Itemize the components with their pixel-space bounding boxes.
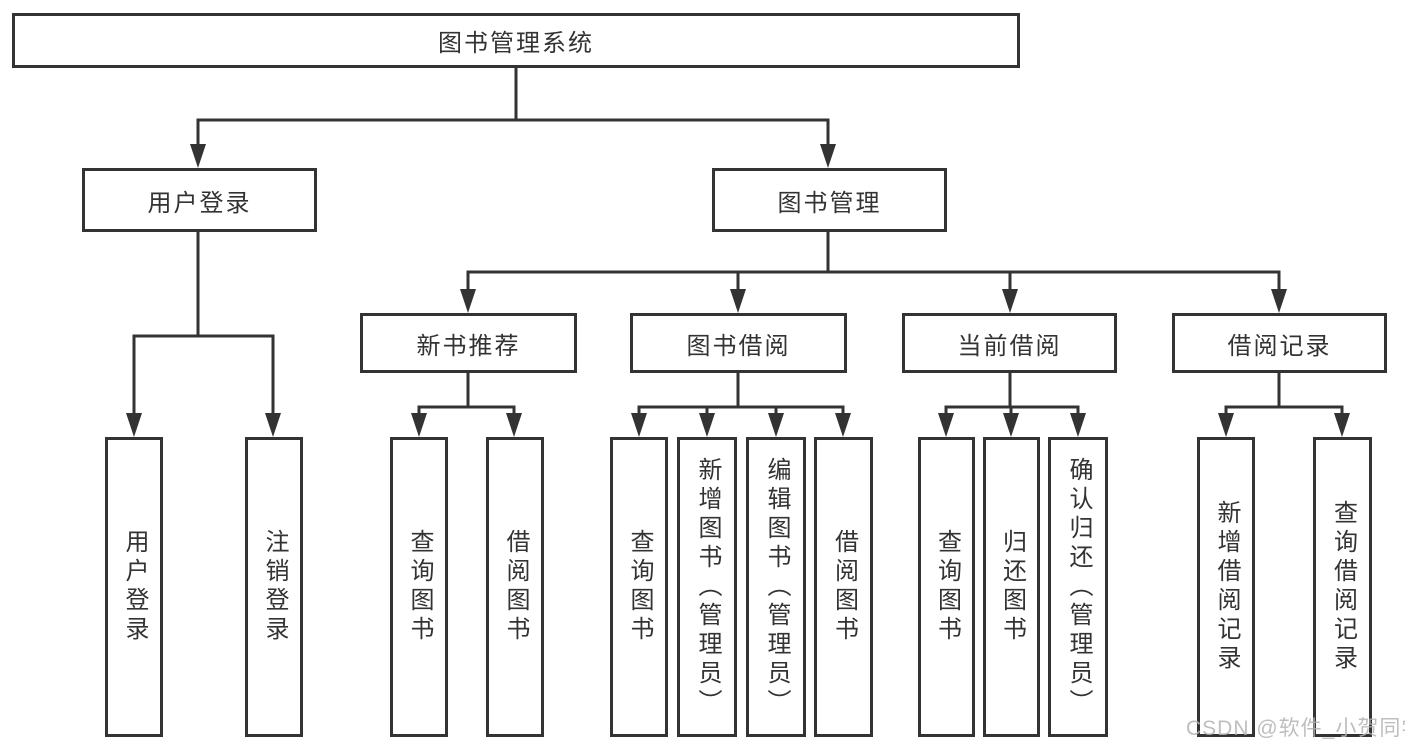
connector-new-book-children [417,373,516,414]
leaf-edit-book-admin: 编辑图书（管理员） [746,437,806,737]
arrow-down-icon [1218,413,1234,437]
arrow-down-icon [820,144,836,168]
leaf-query-books-borrow: 查询图书 [610,437,668,737]
leaf-query-borrow-record: 查询借阅记录 [1313,437,1372,737]
connector-root-to-level2 [196,68,830,146]
arrow-down-icon [1070,413,1086,437]
arrow-down-icon [460,289,476,313]
node-book-management: 图书管理 [712,168,947,232]
node-borrow-records: 借阅记录 [1172,313,1387,373]
connector-book-mgmt-children [466,232,1281,290]
node-current-borrow: 当前借阅 [902,313,1117,373]
leaf-borrow-books: 借阅图书 [814,437,873,737]
connector-user-login-children [132,232,275,414]
arrow-down-icon [190,144,206,168]
arrow-down-icon [411,413,427,437]
arrow-down-icon [835,413,851,437]
leaf-add-book-admin: 新增图书（管理员） [677,437,737,737]
node-user-login: 用户登录 [82,168,317,232]
arrow-down-icon [768,413,784,437]
arrow-down-icon [730,289,746,313]
connector-borrow-record-children [1224,373,1344,414]
arrow-down-icon [1002,289,1018,313]
arrow-down-icon [1271,289,1287,313]
leaf-borrow-books-recommend: 借阅图书 [486,437,544,737]
arrow-down-icon [126,413,142,437]
leaf-query-books-recommend: 查询图书 [390,437,448,737]
arrow-down-icon [1334,413,1350,437]
connector-current-borrow-children [944,373,1080,414]
csdn-watermark: CSDN @软件_小贺同学 [1186,717,1405,740]
arrow-down-icon [506,413,522,437]
arrow-down-icon [699,413,715,437]
leaf-add-borrow-record: 新增借阅记录 [1197,437,1255,737]
node-new-book-recommend: 新书推荐 [360,313,577,373]
leaf-confirm-return-admin: 确认归还（管理员） [1048,437,1108,737]
leaf-logout: 注销登录 [245,437,303,737]
node-book-borrow: 图书借阅 [630,313,847,373]
arrow-down-icon [938,413,954,437]
connector-book-borrow-children [637,373,845,414]
leaf-query-books-current: 查询图书 [918,437,975,737]
arrow-down-icon [631,413,647,437]
arrow-down-icon [1003,413,1019,437]
arrow-down-icon [265,413,281,437]
leaf-return-books: 归还图书 [983,437,1040,737]
leaf-user-login: 用户登录 [105,437,163,737]
node-library-management-system: 图书管理系统 [12,13,1020,68]
